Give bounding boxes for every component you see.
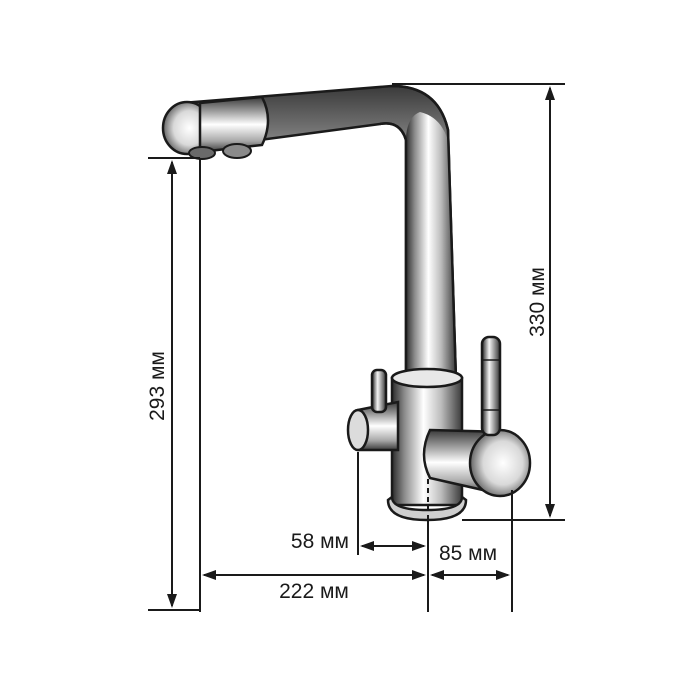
aerator-right	[222, 143, 252, 159]
label-total-height: 330 мм	[526, 267, 549, 337]
label-spout-height: 293 мм	[146, 351, 169, 421]
faucet-illustration	[161, 84, 532, 522]
right-handle-lever	[480, 335, 502, 437]
faucet-base	[386, 494, 468, 522]
spout-head-band	[198, 95, 270, 154]
aerator-left	[188, 146, 216, 160]
label-spout-reach: 222 мм	[279, 580, 349, 603]
dimension-lines	[148, 83, 565, 612]
spout-vertical-tube	[405, 112, 456, 380]
label-handle-offset: 58 мм	[291, 530, 349, 553]
right-handle-knob	[468, 428, 532, 498]
dimension-arrows	[167, 86, 555, 608]
left-handle-lever	[370, 368, 388, 414]
label-lever-offset: 85 мм	[439, 542, 497, 565]
